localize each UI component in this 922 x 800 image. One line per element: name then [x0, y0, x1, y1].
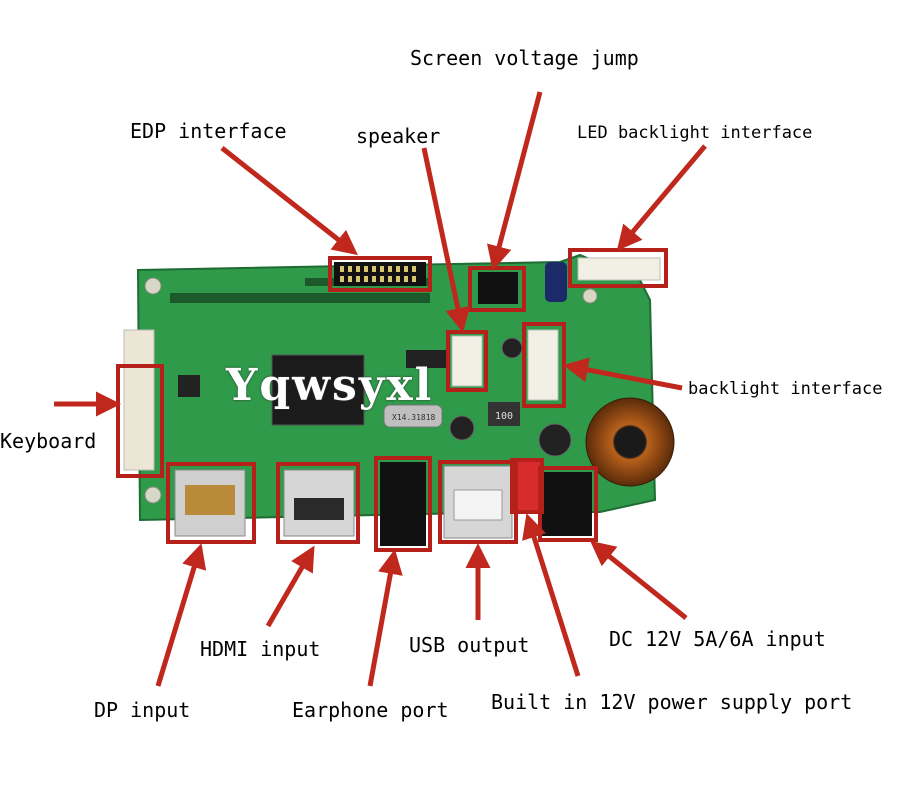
- mount-hole: [144, 486, 162, 504]
- label-screen-voltage-jump: Screen voltage jump: [410, 46, 639, 70]
- label-edp-interface: EDP interface: [130, 119, 287, 143]
- label-built-in-12v: Built in 12V power supply port: [491, 690, 853, 714]
- label-dp-input: DP input: [94, 698, 191, 722]
- edp-connector: [334, 262, 426, 286]
- dc-jack: [542, 472, 592, 536]
- speaker-connector: [451, 335, 483, 387]
- label-earphone-port: Earphone port: [292, 698, 449, 722]
- voltage-jumper: [478, 272, 518, 304]
- chip-text: X14.31818: [392, 413, 436, 422]
- label-usb-output: USB output: [409, 633, 530, 657]
- toroid-inductor: [586, 398, 674, 486]
- label-keyboard: Keyboard: [0, 429, 97, 453]
- keyboard-connector: [123, 329, 155, 471]
- mount-hole: [144, 277, 162, 295]
- mount-hole: [582, 288, 598, 304]
- label-dc-input: DC 12V 5A/6A input: [609, 627, 826, 651]
- main-chip: [271, 354, 365, 426]
- callout-arrows: [54, 91, 707, 687]
- watermark: Yqwsyxl: [226, 360, 434, 411]
- highlight-boxes: [116, 248, 668, 552]
- backlight-connector: [527, 329, 559, 401]
- crystal: [383, 404, 443, 428]
- label-led-backlight-interface: LED backlight interface: [577, 123, 813, 143]
- label-speaker: speaker: [356, 124, 441, 148]
- label-backlight-interface: backlight interface: [688, 379, 883, 399]
- power-supply-connector: [514, 462, 540, 510]
- earphone-jack: [380, 462, 426, 546]
- led-backlight-connector: [577, 257, 661, 281]
- label-hdmi-input: HDMI input: [200, 637, 321, 661]
- inductor-text: 100: [495, 411, 513, 422]
